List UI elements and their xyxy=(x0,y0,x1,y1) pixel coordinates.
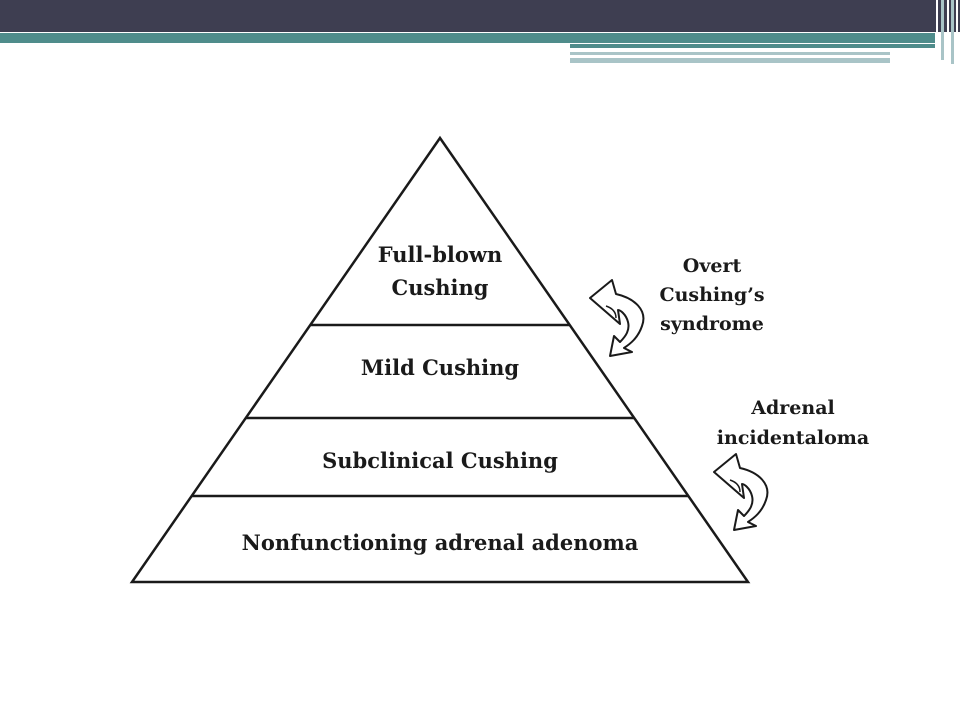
annotation-incidentaloma-line2: incidentaloma xyxy=(717,427,869,449)
banner-vertical-rule-3 xyxy=(947,0,949,64)
u-turn-arrow-icon xyxy=(589,279,645,357)
pyramid-outline xyxy=(129,135,751,584)
annotation-overt-line1: Overt xyxy=(683,255,742,277)
banner-teal-stripe-thin xyxy=(570,44,935,48)
tier-label-mild: Mild Cushing xyxy=(361,355,520,380)
tier-label-nonfunctioning: Nonfunctioning adrenal adenoma xyxy=(242,530,639,555)
annotation-incidentaloma-line1: Adrenal xyxy=(750,397,834,419)
banner-vertical-rule-4 xyxy=(951,0,954,64)
annotation-overt-line3: syndrome xyxy=(660,313,764,335)
tier-label-full-blown: Full-blown xyxy=(378,242,503,267)
tier-label-subclinical: Subclinical Cushing xyxy=(322,448,558,473)
banner-light-stripe xyxy=(570,52,890,55)
banner-vertical-rule-5 xyxy=(956,0,958,64)
u-turn-arrow-icon xyxy=(713,453,769,531)
top-banner xyxy=(0,0,960,64)
banner-light-stripe-2 xyxy=(570,58,890,63)
banner-vertical-rule-2 xyxy=(941,0,944,60)
banner-white-gap xyxy=(570,49,890,51)
banner-teal-stripe xyxy=(0,33,935,43)
annotation-overt-line2: Cushing’s xyxy=(659,284,764,306)
banner-dark-bar xyxy=(0,0,960,32)
tier-label-full-blown-line2: Cushing xyxy=(391,275,488,300)
banner-vertical-rule-1 xyxy=(936,0,938,48)
